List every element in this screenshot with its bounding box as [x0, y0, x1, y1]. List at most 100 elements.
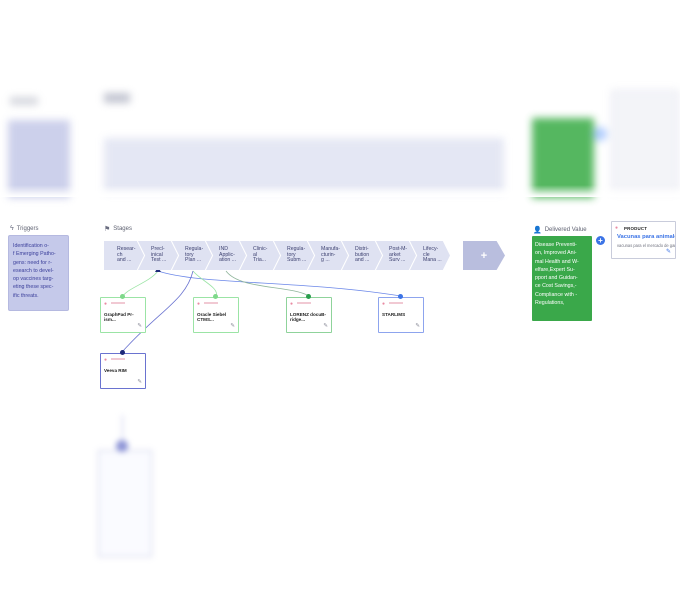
system-name: Veeva RIM	[104, 368, 127, 373]
connector-dot	[213, 294, 218, 299]
edit-icon[interactable]: ✎	[137, 379, 142, 385]
pin-icon: ●	[615, 225, 619, 231]
edit-icon[interactable]: ✎	[230, 323, 235, 329]
trigger-line: Identification o-	[13, 243, 49, 249]
system-name: ridge...	[290, 317, 306, 323]
stages-header: ⚑ Stages	[104, 225, 132, 233]
stage-line: Distri-	[355, 246, 369, 253]
stage-line: inical	[151, 251, 163, 258]
connector-dot	[120, 350, 125, 355]
system-card-starlims[interactable]: ● STARLIMS ✎	[378, 297, 424, 333]
product-label: PRODUCT	[624, 226, 648, 231]
system-tag	[204, 302, 218, 304]
stage-line: Surv ...	[389, 257, 406, 264]
system-name: LORENZ docuB-	[290, 312, 326, 317]
system-tag	[111, 302, 125, 304]
add-stage-button[interactable]: +	[463, 241, 505, 270]
stage-line: ation ...	[219, 257, 237, 264]
product-subtitle: vacunas para el mercado de ganado	[617, 243, 675, 248]
stage-line: Clinic-	[253, 246, 268, 253]
trigger-line: ific threats.	[13, 292, 39, 299]
value-line: elfare,Expert Su-	[535, 266, 575, 273]
stage-line: Tria...	[253, 257, 267, 264]
stage-line: Mana ...	[423, 257, 442, 264]
connector-lorenz	[225, 270, 310, 297]
blurred-lower-card	[96, 415, 154, 560]
pin-icon: ●	[290, 301, 294, 307]
trigger-card[interactable]: Identification o- f Emerging Patho- gens…	[8, 235, 69, 311]
stage-line: IND	[219, 246, 228, 253]
connector-oracle	[192, 270, 217, 297]
triggers-title: Triggers	[16, 225, 39, 232]
flag-icon: ⚑	[104, 226, 111, 233]
stage-line: g ...	[321, 257, 330, 264]
connector-graphpad	[122, 270, 159, 297]
lightning-icon: ϟ	[10, 225, 14, 232]
stage-line: arket	[389, 251, 401, 258]
ghost-trigger-title	[10, 97, 38, 105]
connector-starlims	[157, 270, 402, 297]
system-name: GraphPad Pr-	[104, 312, 134, 317]
value-line: mal Health and W-	[535, 258, 579, 265]
user-icon: 👤	[533, 227, 542, 234]
add-product-button[interactable]: +	[596, 236, 605, 245]
stage-line: tory	[185, 251, 194, 258]
connector-veeva	[122, 270, 194, 352]
value-line: on, Improved Ani-	[535, 250, 577, 257]
stage-line: Lifecy-	[423, 246, 439, 253]
edit-icon[interactable]: ✎	[665, 249, 671, 255]
delivered-value-card[interactable]: Disease Preventi- on, Improved Ani- mal …	[532, 236, 592, 321]
trigger-line: op vaccines targ-	[13, 276, 54, 283]
pin-icon: ●	[197, 301, 201, 307]
ghost-card	[98, 450, 152, 557]
ghost-delivered-value	[532, 118, 594, 198]
stage-line: tory	[287, 251, 296, 258]
blurred-background	[0, 0, 680, 198]
product-title[interactable]: Vacunas para animales	[617, 234, 675, 240]
system-card-graphpad[interactable]: ● GraphPad Pr-ism... ✎	[100, 297, 146, 333]
triggers-header: ϟ Triggers	[10, 225, 39, 232]
edit-icon[interactable]: ✎	[137, 323, 142, 329]
delivered-value-title: Delivered Value	[544, 227, 587, 233]
stage-line: Regula-	[185, 246, 204, 253]
stage-line: Manufa-	[321, 246, 341, 253]
system-tag	[389, 302, 403, 304]
stage-line: Applic-	[219, 251, 235, 258]
edit-icon[interactable]: ✎	[415, 323, 420, 329]
trigger-line: f Emerging Patho-	[13, 251, 56, 258]
connector-dot	[120, 294, 125, 299]
delivered-value-header: 👤 Delivered Value	[533, 226, 587, 234]
stage-line: cle	[423, 251, 430, 258]
value-line: Disease Preventi-	[535, 242, 577, 248]
ghost-stages	[104, 138, 504, 193]
system-card-lorenz[interactable]: ● LORENZ docuB-ridge... ✎	[286, 297, 332, 333]
stage-line: Regula-	[287, 246, 306, 253]
fade-band	[0, 185, 680, 197]
system-tag	[111, 358, 125, 360]
stage-line: and ...	[117, 257, 132, 264]
stage-line: al	[253, 251, 258, 258]
system-card-veeva[interactable]: ● Veeva RIM ✎	[100, 353, 146, 389]
edit-icon[interactable]: ✎	[323, 323, 328, 329]
value-line: pport and Guidan-	[535, 275, 578, 282]
plus-icon: +	[480, 249, 488, 262]
stage-line: cturin-	[321, 251, 336, 258]
ghost-dot	[116, 440, 128, 452]
stage-line: bution	[355, 251, 370, 258]
product-card[interactable]: ● PRODUCT Vacunas para animales vacunas …	[611, 221, 676, 259]
stage-line: Post-M-	[389, 246, 408, 253]
ghost-circle	[593, 127, 607, 141]
value-line: Regulations,	[535, 300, 565, 307]
pin-icon: ●	[104, 357, 108, 363]
value-line: Compliance with -	[535, 291, 578, 298]
connector-dot	[398, 294, 403, 299]
stages-title: Stages	[113, 226, 132, 232]
system-name: Oracle Siebel CTMS...	[197, 312, 227, 323]
ghost-line	[122, 415, 123, 445]
stage-line: Test ...	[151, 257, 167, 264]
stage-line: Subm ...	[287, 257, 307, 264]
ghost-stage-title	[104, 93, 130, 103]
system-card-oracle[interactable]: ● Oracle Siebel CTMS... ✎	[193, 297, 239, 333]
